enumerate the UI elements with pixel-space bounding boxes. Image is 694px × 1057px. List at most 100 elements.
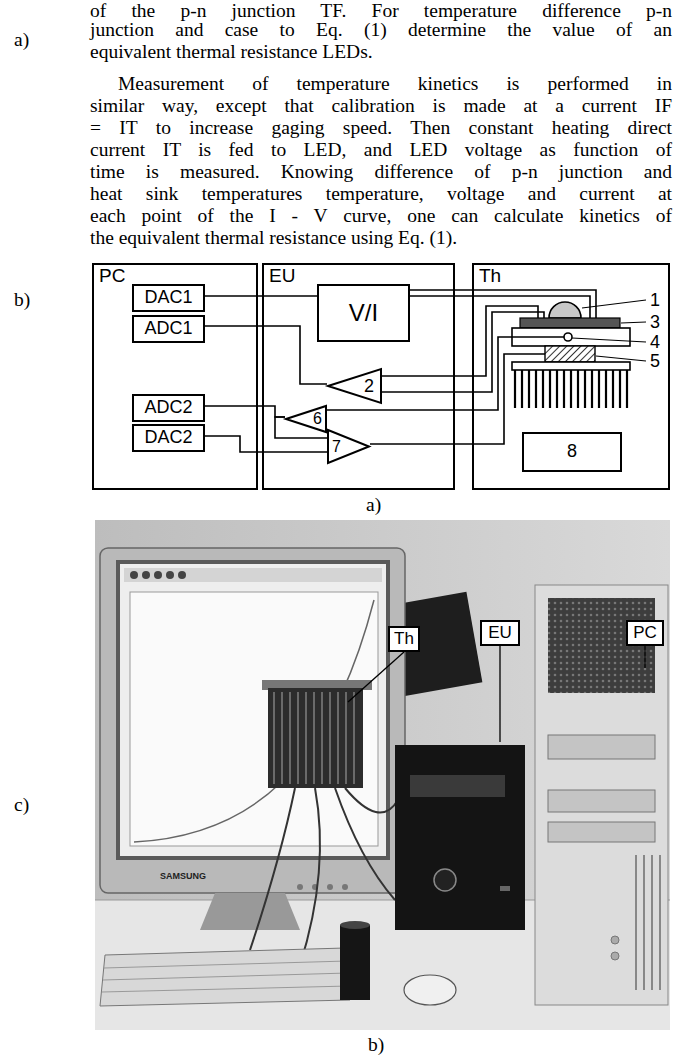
heat-sink-fins	[535, 370, 537, 408]
figure-caption: a)	[366, 494, 381, 516]
photo	[130, 592, 378, 846]
photo	[348, 646, 645, 742]
panel-letter: a)	[14, 29, 29, 51]
photo	[337, 692, 339, 784]
photo	[104, 961, 347, 968]
body-text-line: time is measured. Knowing difference of …	[90, 161, 672, 183]
photo	[100, 548, 405, 893]
signal-wire	[382, 391, 472, 393]
internal-wires	[472, 296, 590, 318]
body-text-line: equivalent thermal resistance LEDs.	[90, 41, 672, 63]
internal-wires	[472, 290, 596, 444]
photo	[130, 571, 138, 579]
channel-name: DAC1	[144, 288, 192, 308]
photo	[500, 886, 510, 891]
heat-sink-fins	[577, 370, 579, 408]
body-text-line: Measurement of temperature kinetics is p…	[118, 73, 672, 95]
signal-wire	[370, 443, 472, 445]
internal-wires	[472, 312, 544, 392]
photo	[651, 855, 653, 990]
photo	[548, 735, 655, 759]
signal-wire	[205, 326, 327, 384]
heat-sink-fins	[584, 370, 586, 408]
heat-sink-fins	[556, 370, 558, 408]
photo	[305, 692, 307, 784]
body-text-line: the equivalent thermal resistance using …	[90, 227, 672, 249]
photo	[120, 564, 386, 856]
photo	[166, 571, 174, 579]
body-text-line: current IT is fed to LED, and LED voltag…	[90, 139, 672, 161]
photo	[250, 788, 295, 950]
converter-name: V/I	[349, 300, 378, 326]
body-text-line: = IT to increase gaging speed. Then cons…	[90, 117, 672, 139]
photo-tag-text: PC	[633, 624, 657, 643]
signal-wire	[205, 295, 317, 297]
signal-wire	[410, 289, 472, 291]
photo	[103, 973, 348, 980]
photo	[404, 975, 456, 1005]
signal-wire	[410, 295, 472, 297]
channel-name: DAC2	[144, 428, 192, 448]
amplifier-triangle: 7	[327, 429, 370, 464]
fan-box: 8	[522, 432, 622, 472]
photo	[548, 790, 655, 812]
photo	[327, 884, 333, 890]
photo	[273, 692, 275, 784]
pc-block: PCDAC1ADC1ADC2DAC2	[92, 263, 258, 490]
amplifier-triangle: 6	[285, 405, 327, 433]
photo	[348, 652, 404, 702]
body-text-line: each point of the I - V curve, one can c…	[90, 205, 672, 227]
photo	[200, 893, 300, 930]
photo	[659, 855, 661, 990]
heat-sink-fins	[563, 370, 565, 408]
heat-sink-fins	[605, 370, 607, 408]
led-assembly	[512, 362, 630, 370]
block-title: Th	[479, 265, 501, 287]
photo	[636, 855, 660, 990]
photo	[178, 571, 186, 579]
amplifier-number: 7	[332, 429, 341, 464]
heat-sink-fins	[528, 370, 530, 408]
photo	[335, 788, 395, 900]
photo	[434, 869, 456, 891]
amplifier-number: 2	[364, 368, 374, 404]
photo	[345, 788, 398, 813]
photo	[345, 692, 347, 784]
heat-sink-fins	[626, 370, 628, 408]
heat-sink-fins	[591, 370, 593, 408]
heat-sink-fins	[549, 370, 551, 408]
channel-name: ADC1	[144, 319, 192, 339]
amplifier-triangle: 2	[327, 368, 382, 404]
amplifier-outline	[328, 430, 369, 463]
led-assembly	[564, 333, 572, 341]
photo	[102, 986, 349, 992]
photo	[142, 571, 150, 579]
signal-wire	[327, 409, 472, 411]
photo	[274, 692, 354, 784]
photo	[95, 520, 670, 1030]
photo	[611, 952, 619, 960]
photo	[548, 822, 655, 842]
callout-number: 4	[650, 332, 660, 352]
photo	[535, 585, 668, 1005]
callout-number: 5	[650, 351, 660, 371]
photo	[611, 936, 619, 944]
photo	[313, 692, 315, 784]
photo-tag: Th	[388, 626, 420, 652]
photo	[321, 692, 323, 784]
electronic-unit-block: EUV/I267	[262, 263, 455, 490]
photo	[410, 775, 505, 797]
photo	[289, 692, 291, 784]
amplifier-outline	[328, 369, 381, 403]
thermostat-block: Th 8	[472, 263, 670, 490]
heat-sink-fins	[515, 370, 627, 408]
monitor-brand: SAMSUNG	[160, 871, 206, 882]
heat-sink-fins	[612, 370, 614, 408]
leader-lines	[582, 300, 646, 308]
callout-number: 1	[650, 290, 660, 310]
photo	[134, 600, 374, 842]
photo	[154, 571, 162, 579]
photo	[297, 692, 299, 784]
photo	[124, 568, 382, 582]
